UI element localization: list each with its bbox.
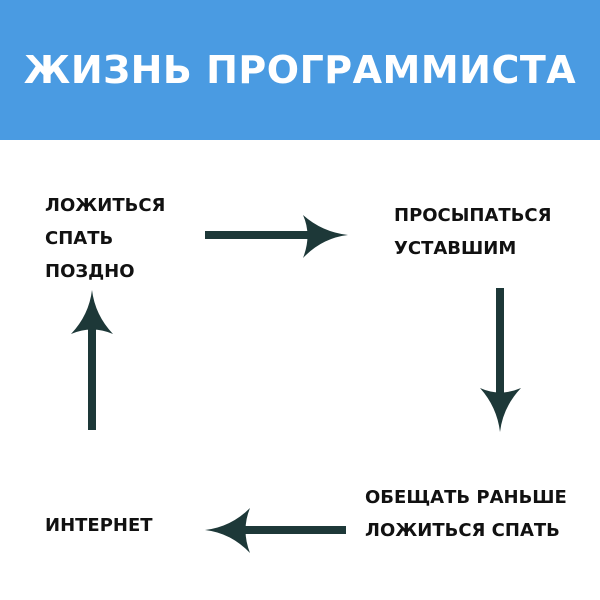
page-title: ЖИЗНЬ ПРОГРАММИСТА [23,48,577,92]
header-banner: ЖИЗНЬ ПРОГРАММИСТА [0,0,600,140]
node-line: ПРОСЫПАТЬСЯ [394,205,552,226]
node-line: ПОЗДНО [45,261,135,282]
node-line: УСТАВШИМ [394,238,517,259]
node-internet: ИНТЕРНЕТ [45,509,153,542]
node-line: ЛОЖИТЬСЯ [45,195,166,216]
node-line: ЛОЖИТЬСЯ СПАТЬ [365,520,560,541]
node-wake-up-tired: ПРОСЫПАТЬСЯ УСТАВШИМ [394,199,551,265]
node-line: СПАТЬ [45,228,114,249]
arrow-down-icon [480,288,521,432]
node-line: ИНТЕРНЕТ [45,515,153,536]
arrow-up-icon [71,290,113,430]
node-go-to-bed-late: ЛОЖИТЬСЯ СПАТЬ ПОЗДНО [45,189,165,288]
node-line: ОБЕЩАТЬ РАНЬШЕ [365,487,567,508]
arrow-right-icon [205,215,348,258]
node-promise-sleep-earlier: ОБЕЩАТЬ РАНЬШЕ ЛОЖИТЬСЯ СПАТЬ [365,481,567,547]
arrow-left-icon [205,508,346,553]
